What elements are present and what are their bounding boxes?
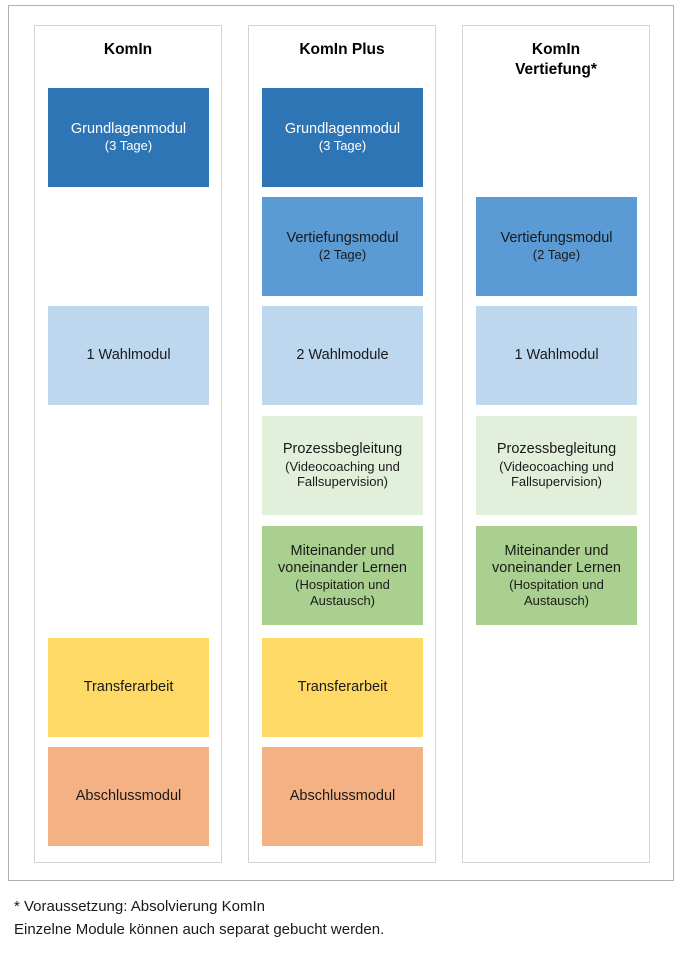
module-title: Prozessbegleitung	[496, 441, 617, 458]
block-wahlmodul[interactable]: 1 Wahlmodul	[48, 306, 209, 405]
module-subtitle: (Videocoaching und Fallsupervision)	[285, 458, 400, 490]
module-title: Abschlussmodul	[289, 787, 396, 804]
module-title: Transferarbeit	[83, 678, 174, 695]
module-title: Vertiefungsmodul	[500, 230, 613, 246]
block-abschlussmodul[interactable]: Abschlussmodul	[262, 747, 423, 846]
module-subtitle: (Hospitation und Austausch)	[295, 577, 390, 608]
module-title: Miteinander und voneinander Lernen	[278, 542, 407, 576]
block-wahlmodule[interactable]: 2 Wahlmodule	[262, 306, 423, 405]
block-miteinander-lernen[interactable]: Miteinander und voneinander Lernen(Hospi…	[262, 526, 423, 625]
block-vertiefungsmodul[interactable]: Vertiefungsmodul(2 Tage)	[476, 197, 637, 296]
module-title: Grundlagenmodul	[70, 121, 187, 137]
module-title: 2 Wahlmodule	[296, 346, 389, 363]
column-title: KomIn Plus	[299, 41, 385, 58]
block-miteinander-lernen[interactable]: Miteinander und voneinander Lernen(Hospi…	[476, 526, 637, 625]
module-title: Miteinander und voneinander Lernen	[492, 542, 621, 576]
block-vertiefungsmodul[interactable]: Vertiefungsmodul(2 Tage)	[262, 197, 423, 296]
module-title: 1 Wahlmodul	[86, 346, 171, 363]
block-prozessbegleitung[interactable]: Prozessbegleitung(Videocoaching und Fall…	[476, 416, 637, 515]
module-title: Abschlussmodul	[75, 787, 182, 804]
module-subtitle: (2 Tage)	[532, 247, 581, 263]
block-grundlagenmodul[interactable]: Grundlagenmodul(3 Tage)	[48, 88, 209, 187]
block-grundlagenmodul[interactable]: Grundlagenmodul(3 Tage)	[262, 88, 423, 187]
module-title: Grundlagenmodul	[284, 121, 401, 137]
module-title: Vertiefungsmodul	[286, 230, 399, 246]
block-abschlussmodul[interactable]: Abschlussmodul	[48, 747, 209, 846]
block-transferarbeit[interactable]: Transferarbeit	[48, 638, 209, 737]
block-prozessbegleitung[interactable]: Prozessbegleitung(Videocoaching und Fall…	[262, 416, 423, 515]
module-subtitle: (Videocoaching und Fallsupervision)	[499, 458, 614, 490]
program-column-2[interactable]: KomIn Vertiefung* Vertiefungsmodul(2 Tage…	[462, 25, 650, 863]
module-subtitle: (3 Tage)	[104, 138, 153, 154]
module-title: Transferarbeit	[297, 678, 388, 695]
module-subtitle: (3 Tage)	[318, 138, 367, 154]
block-wahlmodul[interactable]: 1 Wahlmodul	[476, 306, 637, 405]
module-title: Prozessbegleitung	[282, 441, 403, 458]
footnote-line-0: * Voraussetzung: Absolvierung KomIn	[14, 898, 265, 915]
column-title: KomIn	[103, 41, 153, 58]
module-subtitle: (Hospitation und Austausch)	[509, 577, 604, 608]
block-transferarbeit[interactable]: Transferarbeit	[262, 638, 423, 737]
column-title: KomIn Vertiefung*	[515, 41, 597, 78]
footnote-line-1: Einzelne Module können auch separat gebu…	[14, 921, 385, 939]
module-title: 1 Wahlmodul	[514, 346, 599, 363]
module-subtitle: (2 Tage)	[318, 247, 367, 263]
